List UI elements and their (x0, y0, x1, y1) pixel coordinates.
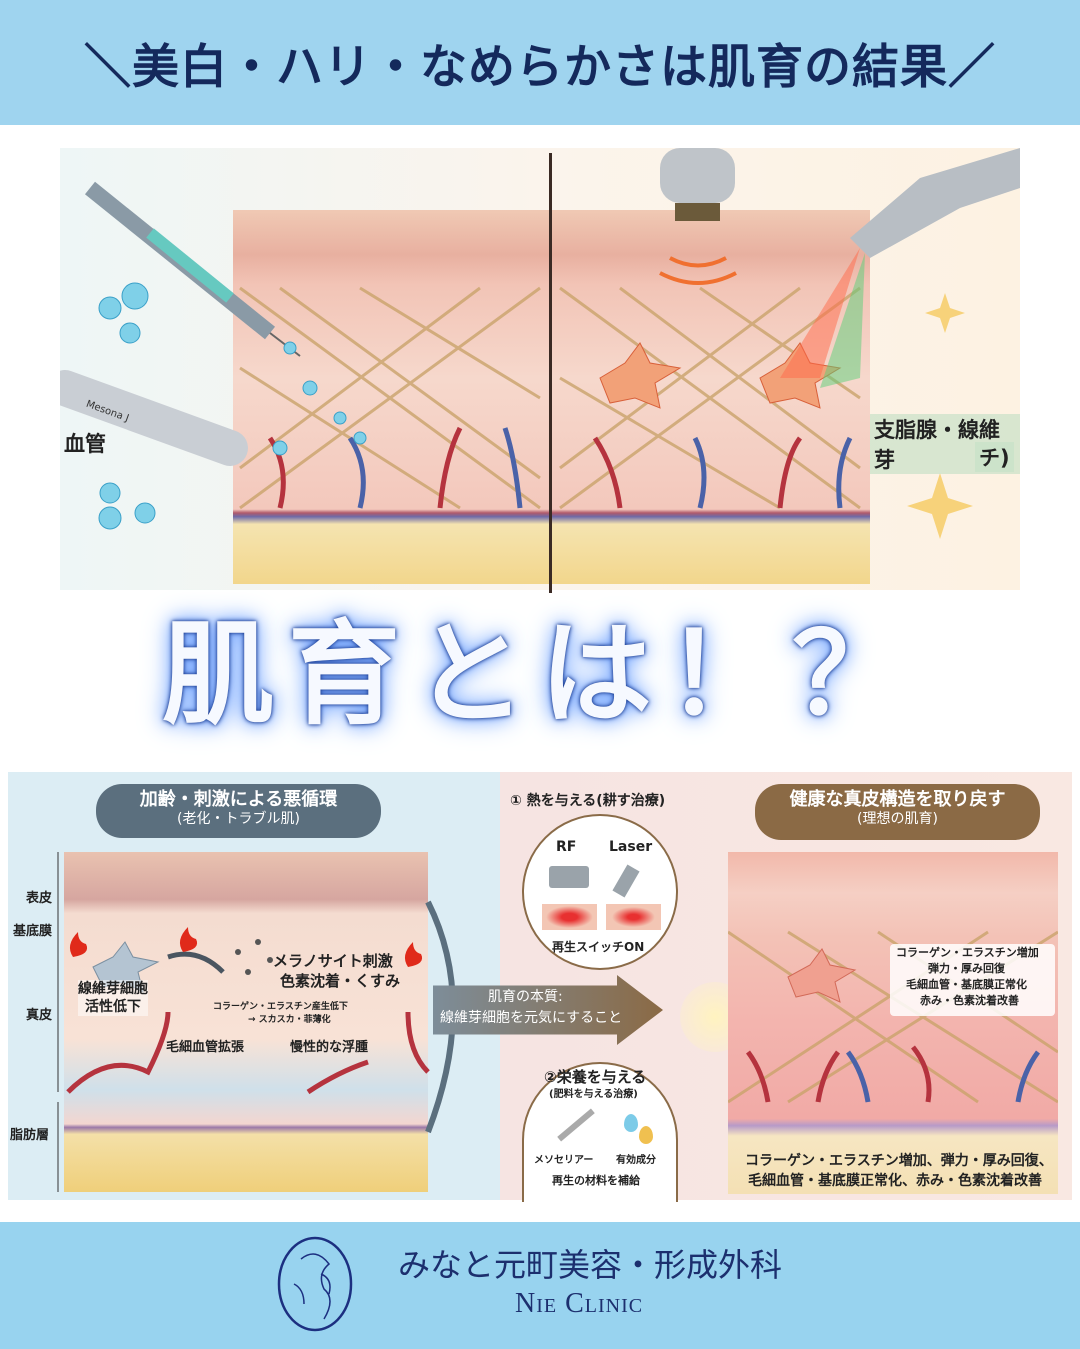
callout-line: 毛細血管・基底膜正常化 (906, 978, 1027, 991)
clinic-logo (277, 1236, 353, 1332)
edema-label: 慢性的な浮腫 (290, 1040, 369, 1055)
footer: みなと元町美容・形成外科 Nie Clinic (0, 1222, 1080, 1349)
left-title: 加齢・刺激による悪循環 (139, 789, 338, 810)
callout-line: 赤み・色素沈着改善 (920, 994, 1019, 1007)
collagen-decrease-label-2: → スカスカ・菲薄化 (248, 1015, 331, 1025)
layer-epidermis: 表皮 (26, 891, 53, 906)
heat-treatment-title: ① 熱を与える(耕す治療) (510, 793, 666, 809)
left-subtitle: (老化・トラブル肌) (177, 810, 300, 827)
clinic-name-jp: みなと元町美容・形成外科 (398, 1246, 783, 1284)
right-title: 健康な真皮構造を取り戻す (789, 789, 1006, 810)
regeneration-material-label: 再生の材料を補給 (552, 1174, 640, 1187)
melanocyte-label-1: メラノサイト刺激 (273, 952, 393, 970)
pigment-dots (235, 939, 273, 975)
blood-vessels (267, 426, 853, 509)
before-after-divider (549, 153, 552, 593)
rf-heated-skin (542, 904, 597, 930)
laser-heated-skin (606, 904, 661, 930)
pen-device-icon (60, 370, 248, 466)
essence-arrow (433, 975, 663, 1045)
page-title: ＼美白・ハリ・なめらかさは肌育の結果／ (84, 40, 996, 95)
headline: 肌育とは！？ (162, 610, 918, 740)
aged-skin-cross-section (64, 852, 428, 1192)
collagen-decrease-label-1: コラーゲン・エラスチン産生低下 (213, 1002, 348, 1012)
nutrition-title: ②栄養を与える (544, 1068, 647, 1086)
top-skin-illustration: Mesona J 血管 支脂腺・線維芽 チ) (60, 148, 1020, 593)
active-ingredient-label: 有効成分 (616, 1155, 656, 1166)
rf-device-icon (549, 866, 589, 888)
laser-device-icon (780, 148, 1020, 388)
right-subtitle: (理想の肌育) (857, 810, 938, 827)
essence-line-2: 線維芽細胞を元気にすること (440, 1010, 623, 1026)
right-label-line2: チ) (975, 442, 1014, 472)
clinic-name-en: Nie Clinic (515, 1288, 644, 1319)
nutrition-circle: ②栄養を与える (肥料を与える治療) メソセリアー 有効成分 再生の材料を補給 (522, 1062, 678, 1202)
rf-label: RF (556, 839, 577, 855)
rf-device-icon (659, 148, 737, 285)
droplet-icon-gold (639, 1126, 653, 1144)
heat-treatment-circle: RF Laser 再生スイッチON (522, 814, 678, 970)
collagen-fibers (239, 286, 861, 510)
header-banner: ＼美白・ハリ・なめらかさは肌育の結果／ (0, 0, 1080, 125)
left-panel: 加齢・刺激による悪循環 (老化・トラブル肌) 表皮 基底膜 真皮 脂肪層 線維芽… (8, 772, 500, 1200)
vicious-cycle-title: 加齢・刺激による悪循環 (老化・トラブル肌) (96, 784, 381, 838)
syringe-icon (557, 1108, 595, 1142)
nutrition-subtitle: (肥料を与える治療) (549, 1089, 638, 1100)
laser-label: Laser (609, 839, 653, 855)
essence-line-1: 肌育の本質: (488, 989, 563, 1005)
healthy-skin-cross-section (728, 852, 1058, 1194)
vessel-label: 血管 (64, 432, 106, 456)
healthy-skin-art (728, 930, 1058, 1104)
summary-line-1: コラーゲン・エラスチン増加、弾力・厚み回復、 (745, 1153, 1053, 1169)
improvement-callout: コラーゲン・エラスチン増加 弾力・厚み回復 毛細血管・基底膜正常化 赤み・色素沈… (890, 944, 1055, 1016)
callout-line: 弾力・厚み回復 (928, 962, 1005, 975)
summary-line-2: 毛細血管・基底膜正常化、赤み・色素沈着改善 (748, 1173, 1042, 1189)
healthy-dermis-title: 健康な真皮構造を取り戻す (理想の肌育) (755, 784, 1040, 840)
regeneration-switch-label: 再生スイッチON (552, 940, 645, 954)
skin-illustration-art (60, 148, 1020, 539)
callout-line: コラーゲン・エラスチン増加 (896, 946, 1039, 959)
flame-icons (69, 927, 423, 967)
fibroblast-inactive-label: 線維芽細胞 活性低下 (78, 980, 148, 1017)
molecule-icons (98, 282, 367, 530)
dilated-capillaries (66, 1011, 430, 1095)
skin-growth-diagram: 加齢・刺激による悪循環 (老化・トラブル肌) 表皮 基底膜 真皮 脂肪層 線維芽… (8, 772, 1072, 1202)
capillary-dilation-label: 毛細血管拡張 (166, 1040, 245, 1055)
process-arrow (167, 951, 225, 974)
droplet-icon (624, 1114, 638, 1132)
layer-fat: 脂肪層 (10, 1128, 50, 1143)
sparkle-icons (907, 293, 973, 539)
laser-device-icon (612, 864, 640, 898)
layer-basement-membrane: 基底膜 (13, 924, 53, 939)
melanocyte-label-2: 色素沈着・くすみ (280, 972, 401, 990)
layer-dermis: 真皮 (26, 1008, 53, 1023)
meso-label: メソセリアー (534, 1155, 594, 1166)
healthy-fibroblast (787, 948, 857, 1003)
